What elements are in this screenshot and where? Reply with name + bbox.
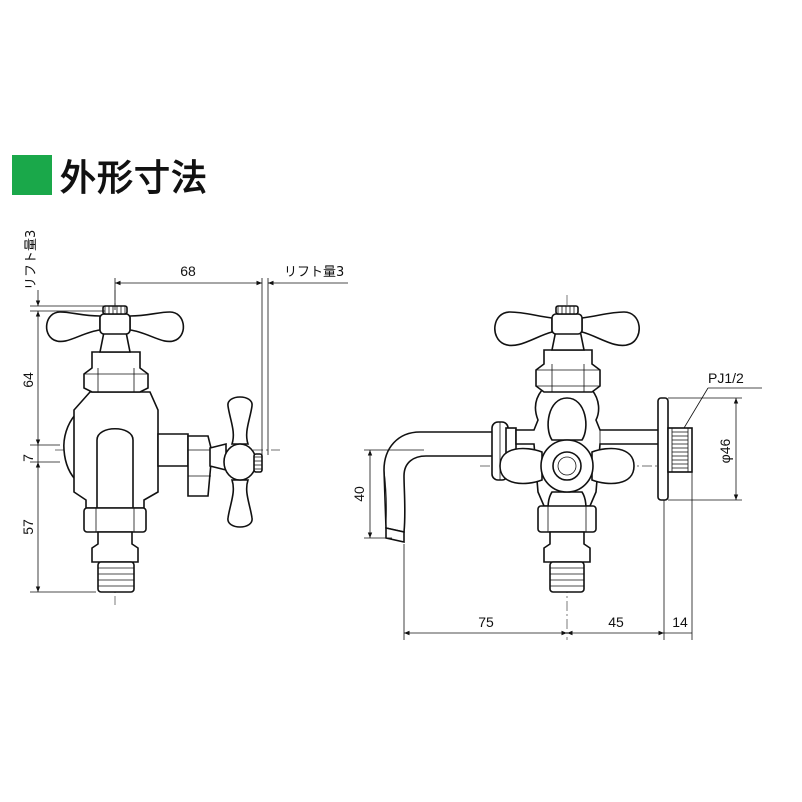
heading-marker-square (12, 155, 52, 195)
front-view: PJ1/2 φ46 40 75 45 14 (351, 295, 762, 640)
section-heading: 外形寸法 (12, 150, 208, 200)
side-cross-handle (223, 396, 263, 528)
front-cross-handle (499, 397, 635, 533)
dim-diameter-label: φ46 (717, 438, 733, 463)
front-top-handle (494, 305, 640, 347)
dim-to-flange-label: 45 (608, 614, 624, 630)
dim-spout-reach-label: 75 (478, 614, 494, 630)
side-top-handle (45, 305, 185, 393)
side-hose-fitting (83, 507, 147, 593)
lift-top-label: リフト量3 (284, 265, 344, 280)
dim-offset-label: 7 (20, 454, 36, 462)
thread-spec-label: PJ1/2 (708, 370, 744, 386)
front-hose-fitting (537, 505, 597, 593)
lift-left-label: リフト量3 (24, 230, 39, 290)
front-flange (657, 397, 693, 501)
dim-flange-label: 14 (672, 614, 688, 630)
side-body (63, 391, 227, 509)
dim-handle-height-label: 64 (20, 372, 36, 388)
dim-spout-drop-label: 40 (351, 486, 367, 502)
dim-width-label: 68 (180, 263, 196, 279)
side-view: 68 リフト量3 リフト量3 64 7 57 (20, 230, 348, 605)
front-spout (383, 421, 517, 543)
dim-lower-label: 57 (20, 519, 36, 535)
section-title: 外形寸法 (60, 158, 209, 199)
